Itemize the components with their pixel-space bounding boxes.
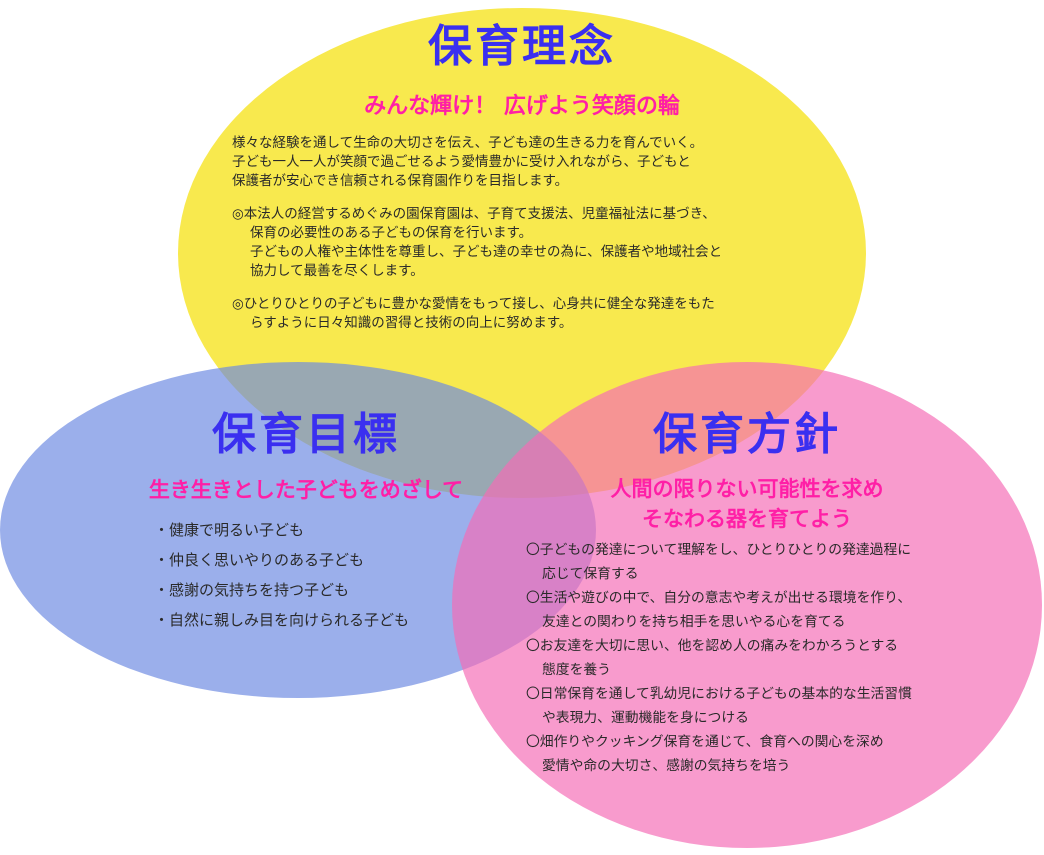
list-item-line: 愛情や命の大切さ、感謝の気持ちを培う	[542, 758, 791, 774]
philosophy-line: ◎ひとりひとりの子どもに豊かな愛情をもって接し、心身共に健全な発達をもた	[232, 296, 715, 312]
list-item-line: 〇生活や遊びの中で、自分の意志や考えが出せる環境を作り、	[526, 590, 912, 606]
goals-list: ・健康で明るい子ども ・仲良く思いやりのある子ども ・感謝の気持ちを持つ子ども …	[154, 515, 409, 635]
list-item-line: 〇日常保育を通して乳幼児における子どもの基本的な生活習慣	[526, 686, 912, 702]
philosophy-line: ◎本法人の経営するめぐみの園保育園は、子育て支援法、児童福祉法に基づき、	[232, 206, 716, 222]
list-item: ・自然に親しみ目を向けられる子ども	[154, 611, 410, 629]
list-item-line: 〇子どもの発達について理解をし、ひとりひとりの発達過程に	[526, 542, 912, 558]
philosophy-line: 協力して最善を尽くします。	[250, 263, 424, 279]
philosophy-title: 保育理念	[428, 21, 616, 72]
policy-subtitle: 人間の限りない可能性を求め そなわる器を育てよう	[540, 474, 954, 534]
philosophy-line: らすように日々知識の習得と技術の向上に努めます。	[250, 315, 573, 331]
list-item: 〇生活や遊びの中で、自分の意志や考えが出せる環境を作り、 友達との関わりを持ち相…	[526, 586, 912, 634]
list-item-line: 〇畑作りやクッキング保育を通じて、食育への関心を深め	[526, 734, 884, 750]
list-item-line: 態度を養う	[542, 662, 611, 678]
list-item-line: 〇お友達を大切に思い、他を認め人の痛みをわかろうとする	[526, 638, 899, 654]
philosophy-line: 様々な経験を通して生命の大切さを伝え、子ども達の生きる力を育んでいく。	[232, 135, 704, 151]
list-item: ・感謝の気持ちを持つ子ども	[154, 581, 350, 599]
goals-title: 保育目標	[212, 409, 400, 460]
policy-subtitle-line: 人間の限りない可能性を求め	[610, 477, 884, 501]
policy-subtitle-line: そなわる器を育てよう	[642, 507, 852, 531]
list-item: 〇お友達を大切に思い、他を認め人の痛みをわかろうとする 態度を養う	[526, 634, 912, 682]
philosophy-subtitle: みんな輝け！ 広げよう笑顔の輪	[364, 94, 680, 119]
list-item-line: 応じて保育する	[542, 566, 639, 582]
list-item: 〇子どもの発達について理解をし、ひとりひとりの発達過程に 応じて保育する	[526, 538, 912, 586]
list-item: ・仲良く思いやりのある子ども	[154, 551, 365, 569]
goals-subtitle: 生き生きとした子どもをめざして	[148, 478, 464, 502]
policy-circle	[452, 362, 1042, 848]
policy-list: 〇子どもの発達について理解をし、ひとりひとりの発達過程に 応じて保育する 〇生活…	[526, 538, 912, 778]
list-item-line: 友達との関わりを持ち相手を思いやる心を育てる	[542, 614, 846, 630]
list-item: ・健康で明るい子ども	[154, 521, 305, 539]
list-item: 〇畑作りやクッキング保育を通じて、食育への関心を深め 愛情や命の大切さ、感謝の気…	[526, 730, 912, 778]
list-item: 〇日常保育を通して乳幼児における子どもの基本的な生活習慣 や表現力、運動機能を身…	[526, 682, 912, 730]
philosophy-body: 様々な経験を通して生命の大切さを伝え、子ども達の生きる力を育んでいく。 子ども一…	[232, 134, 722, 333]
list-item-line: や表現力、運動機能を身につける	[542, 710, 749, 726]
philosophy-line: 子どもの人権や主体性を尊重し、子ども達の幸せの為に、保護者や地域社会と	[250, 244, 723, 260]
policy-title: 保育方針	[653, 409, 841, 460]
philosophy-line: 保育の必要性のある子どもの保育を行います。	[250, 225, 533, 241]
philosophy-line: 子ども一人一人が笑顔で過ごせるよう愛情豊かに受け入れながら、子どもと	[232, 154, 691, 170]
philosophy-line: 保護者が安心でき信頼される保育園作りを目指します。	[232, 173, 569, 189]
